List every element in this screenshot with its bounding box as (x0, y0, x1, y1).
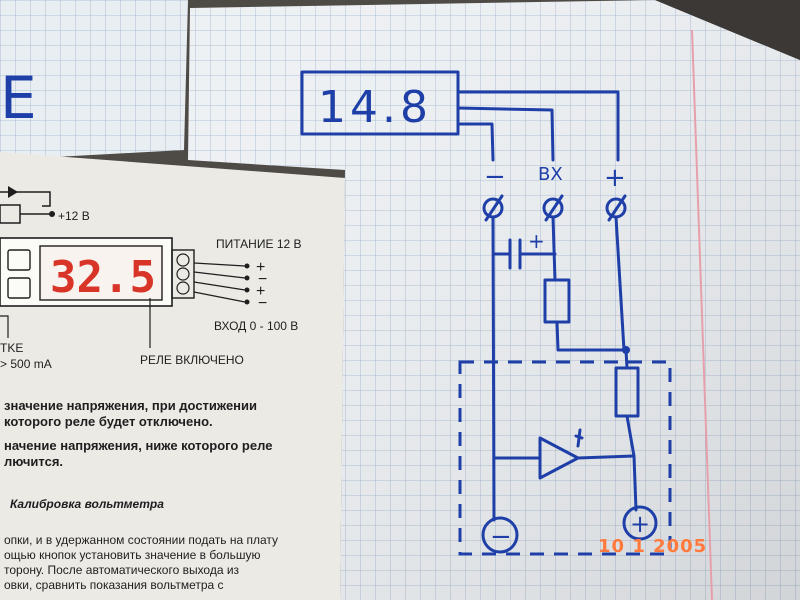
bottom-terminal-plus (622, 505, 658, 541)
led-reading: 32.5 (50, 252, 156, 303)
terminal-block (171, 249, 195, 299)
capacitor: + (492, 229, 557, 270)
date-stamp: 10 1 2005 (598, 536, 707, 557)
terminal-label-minus: − (484, 162, 506, 192)
bottom-plus-label: + (630, 510, 650, 538)
text-line-2: которого реле будет отключено. (4, 414, 213, 429)
text-line-3: начение напряжения, ниже которого реле (4, 438, 272, 453)
power-label: ПИТАНИЕ 12 В (216, 237, 302, 251)
text-line-1: значение напряжения, при достижении (4, 398, 257, 413)
margin-line (691, 29, 713, 600)
current-label: > 500 mA (0, 357, 52, 371)
body-line-4: овки, сравнить показания вольтметра с (4, 578, 224, 592)
op-amp (492, 428, 636, 480)
printed-leaflet: +12 В 32.5 + − + − ПИТАНИЕ 12 В ВХОД 0 -… (0, 152, 345, 600)
hand-drawn-schematic: 14.8 − BX + + (300, 70, 672, 556)
pin-sign-4: − (258, 295, 267, 312)
led-display (39, 245, 163, 301)
pin-sign-3: + (256, 283, 265, 300)
terminal-label-plus: + (604, 163, 626, 193)
corner-letter: E (0, 64, 37, 132)
display-box (300, 70, 460, 136)
module-button-bottom (7, 277, 31, 299)
tke-label: TKE (0, 341, 23, 355)
bottom-terminal-minus (481, 516, 519, 554)
body-line-3: торону. После автоматического выхода из (4, 563, 240, 577)
section-title: Калибровка вольтметра (10, 497, 164, 511)
dashed-module-box (458, 360, 672, 556)
pin-sign-2: − (258, 271, 267, 288)
left-notebook-page: E (0, 0, 188, 160)
bottom-minus-label: − (490, 522, 512, 552)
supply-voltage-label: +12 В (58, 209, 90, 223)
capacitor-plus: + (528, 229, 545, 253)
input-label: ВХОД 0 - 100 В (214, 319, 298, 333)
body-line-1: опки, и в удержанном состоянии подать на… (4, 533, 278, 547)
terminal-label-input: BX (538, 164, 563, 185)
body-line-2: ощью кнопок установить значение в большу… (4, 548, 260, 562)
pin-sign-1: + (256, 259, 265, 276)
relay-label: РЕЛЕ ВКЛЮЧЕНО (140, 353, 244, 367)
text-line-4: лючится. (4, 454, 63, 469)
module-button-top (7, 249, 31, 271)
display-reading: 14.8 (318, 82, 432, 133)
